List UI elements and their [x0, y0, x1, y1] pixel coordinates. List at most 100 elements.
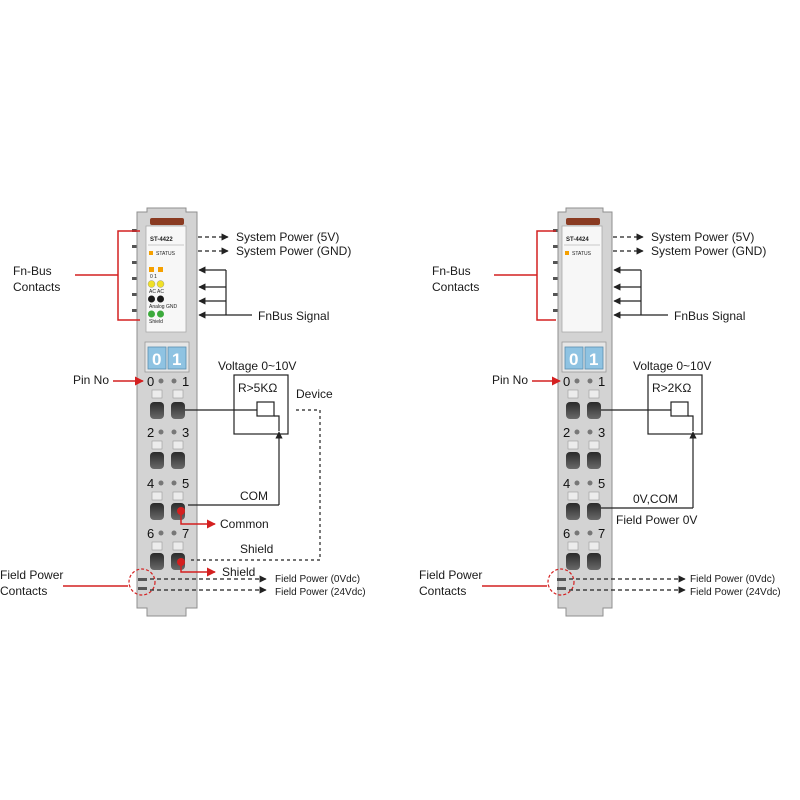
error-led-0: [147, 280, 156, 288]
terminal-1[interactable]: [171, 402, 185, 419]
status-led: [149, 251, 153, 255]
shield-led-1: [157, 310, 164, 318]
pin-no-label: Pin No: [492, 373, 528, 387]
fn-bus-bracket: [494, 230, 556, 321]
terminal-2[interactable]: [150, 452, 164, 469]
field-power-line-1: Field Power: [0, 568, 63, 582]
led-ac-label: AC AC: [149, 289, 164, 295]
field-power-contacts-highlight: [128, 568, 156, 596]
pin-number-6: 6: [147, 526, 154, 541]
header-band: [566, 218, 600, 225]
system-power-5v-label: System Power (5V): [651, 230, 754, 244]
system-power-gnd-label: System Power (GND): [236, 244, 351, 258]
pin-number-2: 2: [563, 425, 570, 440]
pin-number-4: 4: [147, 476, 154, 491]
field-power-contacts-highlight: [547, 568, 575, 596]
module-model: ST-4422: [150, 237, 173, 243]
terminal-3[interactable]: [587, 452, 601, 469]
error-led-1: [156, 280, 165, 288]
pin-number-2: 2: [147, 425, 154, 440]
field-power-line-2: Contacts: [419, 584, 466, 598]
resistance-label: R>2KΩ: [652, 381, 691, 395]
pin-number-3: 3: [182, 425, 189, 440]
channel-led-1: [158, 267, 163, 272]
resistor-symbol: [256, 401, 275, 417]
shield-led-0: [148, 310, 155, 318]
fn-bus-line-2: Contacts: [432, 280, 479, 294]
field-power-0v-label: Field Power (0Vdc): [275, 574, 360, 585]
channel-number-1: 1: [172, 350, 181, 369]
resistance-label: R>5KΩ: [238, 381, 277, 395]
channel-number-0: 0: [152, 350, 161, 369]
header-band: [150, 218, 184, 225]
module-model: ST-4424: [566, 237, 589, 243]
com-label: 0V,COM: [633, 492, 678, 506]
field-power-0v-note: Field Power 0V: [616, 513, 697, 527]
fnbus-signal-label: FnBus Signal: [258, 309, 329, 323]
fn-bus-bracket: [75, 230, 140, 321]
terminal-3[interactable]: [171, 452, 185, 469]
terminal-4[interactable]: [566, 503, 580, 520]
shield-dashed-wire: [190, 409, 321, 561]
pin-number-4: 4: [563, 476, 570, 491]
channel-led-0: [149, 267, 154, 272]
channel-number-0: 0: [569, 350, 578, 369]
pin-number-0: 0: [147, 374, 154, 389]
device-label: Device: [296, 387, 333, 401]
field-power-24v-label: Field Power (24Vdc): [275, 587, 366, 598]
led-channel-label: 0 1: [150, 274, 157, 280]
field-power-line-2: Contacts: [0, 584, 47, 598]
fnbus-signal-label: FnBus Signal: [674, 309, 745, 323]
status-label: STATUS: [572, 251, 592, 257]
pin-no-label: Pin No: [73, 373, 109, 387]
field-power-contact-pins: [138, 578, 147, 590]
pin-number-5: 5: [598, 476, 605, 491]
pin-number-1: 1: [182, 374, 189, 389]
field-power-contact-pins: [557, 578, 566, 590]
pin-number-6: 6: [563, 526, 570, 541]
led-shield-label: Shield: [149, 319, 163, 325]
terminal-block: 0 1 2 3 4 5 6 7: [563, 374, 605, 570]
status-label: STATUS: [156, 251, 176, 257]
system-power-5v-label: System Power (5V): [236, 230, 339, 244]
voltage-range-label: Voltage 0~10V: [218, 359, 296, 373]
field-power-24v-label: Field Power (24Vdc): [690, 587, 781, 598]
terminal-6[interactable]: [150, 553, 164, 570]
analog-gnd-led-1: [157, 295, 164, 303]
module-st-4422: ST-4422 STATUS 0 1 AC AC Analog GND Shie…: [0, 207, 366, 617]
pin-number-0: 0: [563, 374, 570, 389]
fn-bus-line-1: Fn-Bus: [13, 264, 52, 278]
pin-number-3: 3: [598, 425, 605, 440]
terminal-block: 0 1 2 3 4 5 6 7: [147, 374, 189, 570]
channel-number-1: 1: [589, 350, 598, 369]
shield-label: Shield: [222, 565, 255, 579]
terminal-4[interactable]: [150, 503, 164, 520]
terminal-0[interactable]: [566, 402, 580, 419]
field-power-0v-label: Field Power (0Vdc): [690, 574, 775, 585]
pin-number-5: 5: [182, 476, 189, 491]
terminal-5[interactable]: [587, 503, 601, 520]
terminal-6[interactable]: [566, 553, 580, 570]
label-panel: [561, 225, 603, 333]
pin-number-1: 1: [598, 374, 605, 389]
led-analog-label: Analog GND: [149, 304, 177, 310]
terminal-0[interactable]: [150, 402, 164, 419]
status-led: [565, 251, 569, 255]
com-label: COM: [240, 489, 268, 503]
shield-wire-label: Shield: [240, 542, 273, 556]
system-power-gnd-label: System Power (GND): [651, 244, 766, 258]
module-st-4424: ST-4424 STATUS 0 1 0 1 2 3 4 5: [419, 207, 781, 617]
terminal-7[interactable]: [587, 553, 601, 570]
field-power-line-1: Field Power: [419, 568, 482, 582]
terminal-2[interactable]: [566, 452, 580, 469]
resistor-symbol: [670, 401, 689, 417]
fn-bus-line-2: Contacts: [13, 280, 60, 294]
common-label: Common: [220, 517, 269, 531]
voltage-range-label: Voltage 0~10V: [633, 359, 711, 373]
terminal-1[interactable]: [587, 402, 601, 419]
analog-gnd-led-0: [148, 295, 155, 303]
